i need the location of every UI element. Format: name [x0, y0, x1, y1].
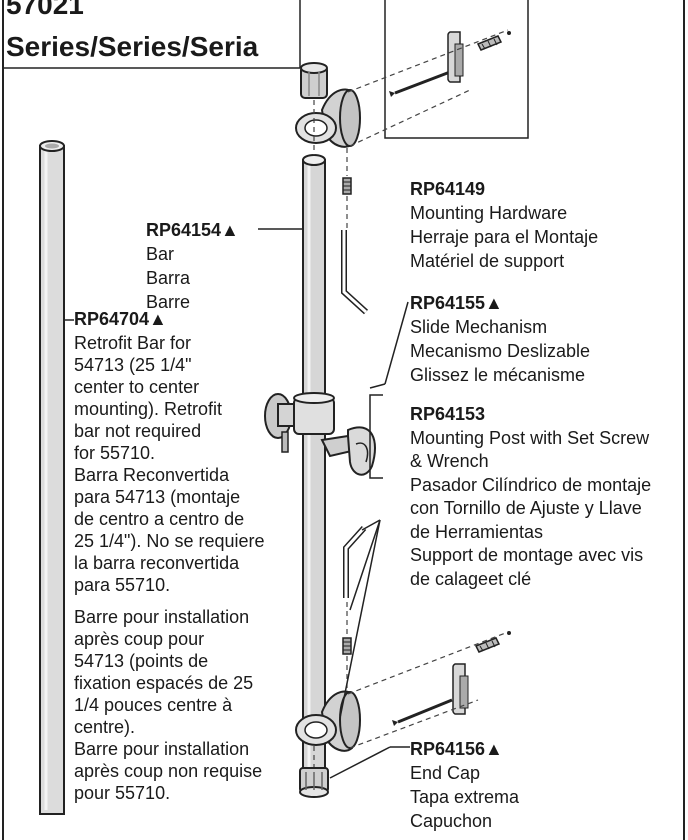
page-title-line1: 57021 [6, 0, 84, 20]
desc-line: centre). [74, 717, 136, 737]
part-desc-fr: Matériel de support [410, 251, 565, 271]
desc-line: Mounting Post with Set Screw [410, 427, 650, 448]
desc-line: la barra reconvertida [74, 553, 240, 573]
callout-rp64154: RP64154▲ Bar Barra Barre [146, 218, 239, 314]
desc-line: de centro a centro de [74, 509, 245, 529]
part-desc-es: Tapa extrema [410, 787, 520, 807]
retrofit-bar [39, 140, 65, 815]
desc-line: 54713 (points de [74, 651, 209, 671]
part-desc-es: Barra [146, 268, 191, 288]
desc-line: 54713 (25 1/4" [74, 355, 192, 375]
part-desc-fr: Glissez le mécanisme [410, 365, 586, 385]
top-end-cap [300, 62, 328, 99]
desc-line: con Tornillo de Ajuste y Llave [410, 498, 642, 518]
desc-line: Support de montage avec vis [410, 545, 644, 565]
top-hardware [389, 31, 511, 97]
desc-line: Barra Reconvertida [74, 465, 230, 485]
part-number: RP64156▲ [410, 739, 503, 759]
part-number: RP64154▲ [146, 220, 239, 240]
part-number: RP64704▲ [74, 309, 167, 329]
hex-wrench-middle [343, 525, 367, 598]
slide-callout-bracket [369, 394, 383, 479]
callout-rp64156: RP64156▲ End Cap Tapa extrema Capuchon [410, 737, 519, 833]
part-number: RP64155▲ [410, 293, 503, 313]
desc-line: bar not required [74, 421, 202, 441]
part-desc-en: End Cap [410, 763, 481, 783]
desc-line: for 55710. [74, 443, 156, 463]
desc-line: para 55710. [74, 575, 171, 595]
desc-line: 25 1/4"). No se requiere [74, 531, 265, 551]
callout-rp64155: RP64155▲ Slide Mechanism Mecanismo Desli… [410, 291, 590, 387]
callout-rp64149: RP64149 Mounting Hardware Herraje para e… [410, 177, 598, 273]
desc-line: & Wrench [410, 451, 489, 471]
callout-rp64704: RP64704▲ Retrofit Bar for 54713 (25 1/4"… [74, 308, 265, 804]
slide-bar [302, 154, 326, 779]
desc-line: de calageet clé [410, 568, 532, 589]
desc-line: center to center [74, 377, 200, 397]
bottom-end-cap [299, 767, 329, 798]
desc-line: Barre pour installation [74, 607, 250, 627]
part-desc-en: Slide Mechanism [410, 317, 548, 337]
set-screw-top [342, 177, 352, 195]
callout-rp64153: RP64153 Mounting Post with Set Screw & W… [410, 403, 651, 591]
desc-line: para 54713 (montaje [74, 487, 241, 507]
desc-line: pour 55710. [74, 783, 171, 803]
desc-line: fixation espacés de 25 [74, 673, 254, 693]
desc-line: Barre pour installation [74, 739, 250, 759]
part-desc-es: Mecanismo Deslizable [410, 341, 591, 361]
part-desc-fr: Capuchon [410, 811, 493, 831]
part-number: RP64153 [410, 404, 486, 424]
page-title-line2: Series/Series/Seria [6, 31, 259, 62]
part-desc-en: Mounting Hardware [410, 203, 568, 223]
desc-line: 1/4 pouces centre à [74, 695, 233, 715]
hex-wrench-top [341, 230, 369, 315]
desc-line: après coup pour [74, 629, 205, 649]
callout-leaders [63, 228, 410, 779]
part-desc-fr: Barre [146, 292, 191, 312]
bottom-assembly-guides [313, 631, 509, 770]
top-assembly-guides [313, 29, 509, 176]
bottom-hardware [392, 631, 511, 726]
bottom-mounting-bracket [295, 690, 361, 752]
desc-line: Pasador Cilíndrico de montaje [410, 474, 652, 495]
desc-line: de Herramientas [410, 521, 544, 542]
desc-line: Retrofit Bar for [74, 333, 192, 353]
part-number: RP64149 [410, 179, 486, 199]
slide-mechanism [264, 392, 376, 476]
part-desc-es: Herraje para el Montaje [410, 227, 599, 247]
desc-line: mounting). Retrofit [74, 399, 223, 419]
part-desc-en: Bar [146, 244, 175, 264]
set-screw-bottom [342, 637, 352, 655]
top-mounting-bracket [295, 88, 361, 148]
desc-line: après coup non requise [74, 761, 263, 781]
hardware-inset-box [384, 0, 529, 139]
